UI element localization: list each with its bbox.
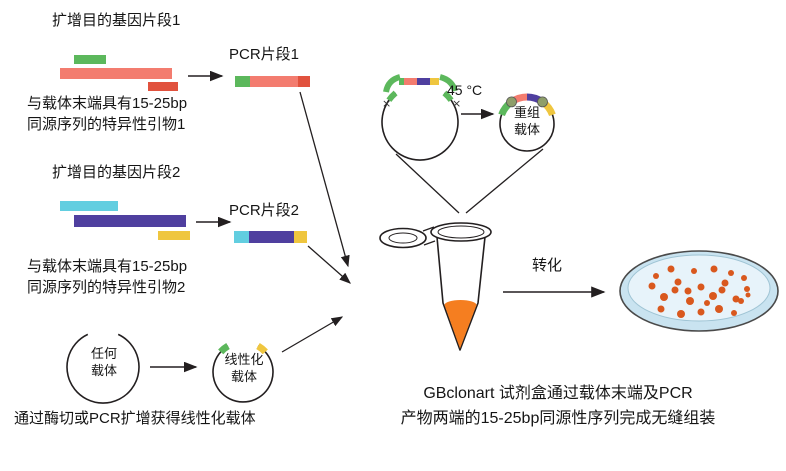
tube-cap-inner xyxy=(388,232,418,244)
cap-hinge-top xyxy=(422,226,435,232)
label-recombinant-line1: 重组 xyxy=(513,105,540,120)
assembly-insert-green xyxy=(399,78,404,85)
label-any-vector-line2: 载体 xyxy=(90,363,117,378)
any-vector-circle xyxy=(66,333,140,404)
label-primer2-line1: 与载体末端具有15-25bp xyxy=(27,258,188,275)
pcr2-yellow-end xyxy=(294,231,307,243)
petri-dish xyxy=(619,250,779,332)
pcr1-green-end xyxy=(235,76,250,87)
label-pcr-fragment-1: PCR片段1 xyxy=(229,46,300,63)
assembly-insert-purple xyxy=(417,78,430,85)
gene-fragment-2-graphic xyxy=(60,201,190,240)
linearized-vector-arc xyxy=(212,345,274,403)
microcentrifuge-tube xyxy=(379,222,492,351)
pcr2-body xyxy=(249,231,294,243)
assembly-primer-arc-right xyxy=(439,74,458,92)
fragment2-primer-bottom xyxy=(158,231,190,240)
label-linearized-line2: 载体 xyxy=(230,369,257,384)
fragment2-primer-top xyxy=(60,201,118,211)
label-transform: 转化 xyxy=(532,257,563,274)
linearized-green-end xyxy=(218,342,230,355)
pcr1-body xyxy=(250,76,298,87)
pcr-product-1-bar xyxy=(235,76,310,87)
assembly-insert-yellow xyxy=(430,78,439,85)
gene-fragment-1-graphic xyxy=(60,55,178,91)
x-mark-right: × xyxy=(452,97,461,110)
fragment1-primer-bottom xyxy=(148,82,178,91)
fragment1-primer-top xyxy=(74,55,106,64)
fragment2-template xyxy=(74,215,186,227)
label-linearize-note: 通过酶切或PCR扩增获得线性化载体 xyxy=(14,410,256,427)
label-primer1-line1: 与载体末端具有15-25bp xyxy=(27,95,188,112)
assembly-insert-salmon xyxy=(404,78,417,85)
pcr-product-2-bar xyxy=(234,231,307,243)
pcr2-cyan-end xyxy=(234,231,249,243)
linearized-yellow-end xyxy=(256,342,268,355)
tube-rim-inner xyxy=(437,225,485,239)
label-linearized-line1: 线性化 xyxy=(224,352,264,367)
label-primer2-line2: 同源序列的特异性引物2 xyxy=(27,279,186,296)
arrow-pcr1-to-tube xyxy=(299,91,350,268)
colonies xyxy=(648,265,751,318)
tube-body xyxy=(436,236,486,351)
label-amplify-fragment-2: 扩增目的基因片段2 xyxy=(52,164,181,181)
label-amplify-fragment-1: 扩增目的基因片段1 xyxy=(52,12,181,29)
v-line-left xyxy=(395,153,460,214)
liquid-cone xyxy=(444,305,477,349)
label-primer1-line2: 同源序列的特异性引物1 xyxy=(27,116,186,133)
label-any-vector-line1: 任何 xyxy=(90,346,117,361)
tube-cap xyxy=(379,227,427,249)
label-recombinant-line2: 载体 xyxy=(513,122,540,137)
pcr1-red-end xyxy=(298,76,310,87)
label-caption-line2: 产物两端的15-25bp同源性序列完成无缝组装 xyxy=(400,410,716,427)
assembly-green-tip-right xyxy=(442,90,454,102)
arrow-pcr2-to-tube xyxy=(307,245,351,284)
label-caption-line1: GBclonart 试剂盒通过载体末端及PCR xyxy=(423,385,693,402)
label-temperature: 45 °C xyxy=(447,82,483,98)
assembly-green-tip-left xyxy=(386,90,398,102)
recombinant-bead-left xyxy=(506,96,517,108)
assembly-vector-arc xyxy=(381,92,459,161)
label-pcr-fragment-2: PCR片段2 xyxy=(229,202,300,219)
assembly-primer-arc-left xyxy=(383,74,401,93)
fragment1-template xyxy=(60,68,172,79)
v-line-right xyxy=(465,148,544,214)
assembly-intermediate: × × xyxy=(381,74,461,161)
arrow-linearized-to-tube xyxy=(281,316,344,353)
cap-hinge-bottom xyxy=(423,240,436,246)
recombinant-bead-right xyxy=(537,96,548,108)
tube-liquid xyxy=(444,300,477,349)
recombinant-vector-circle xyxy=(498,93,556,152)
x-mark-left: × xyxy=(382,97,391,110)
linearized-vector-circle xyxy=(212,342,274,403)
